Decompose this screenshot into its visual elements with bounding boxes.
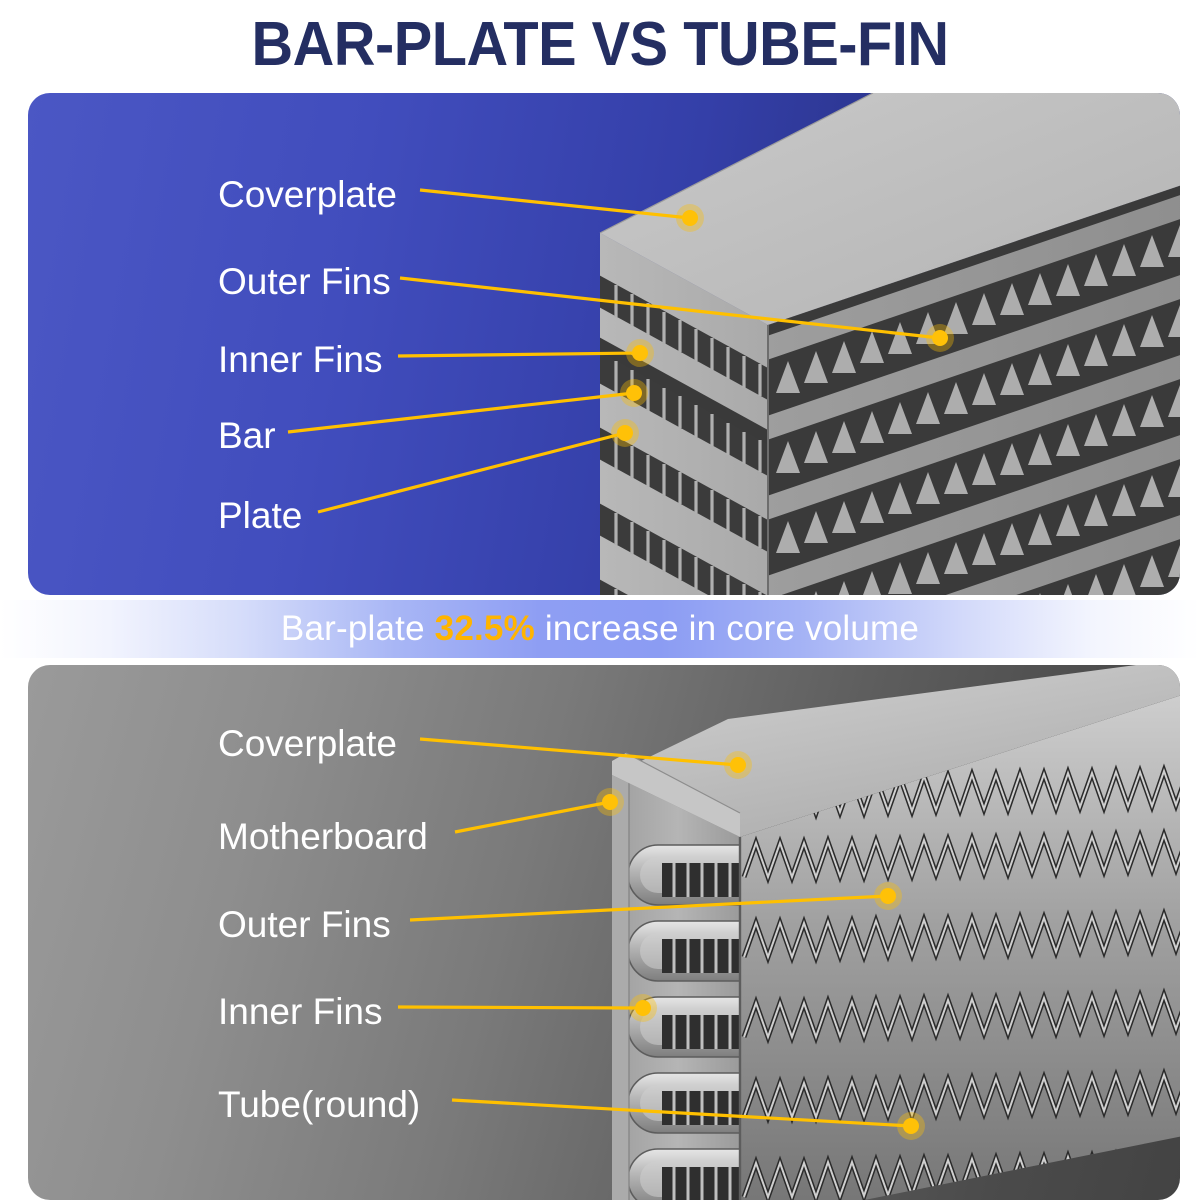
label-inner-fins-top: Inner Fins (218, 339, 383, 380)
coverplate-top (612, 665, 1180, 861)
coverplate-slab (599, 93, 1180, 351)
banner-percent: 32.5% (434, 609, 535, 648)
tube-fin-core-illustration (612, 665, 1180, 1200)
right-face-stack (768, 183, 1180, 595)
label-outer-fins-top: Outer Fins (218, 261, 391, 302)
left-face-tubes (612, 775, 740, 1200)
label-tube-round: Tube(round) (218, 1084, 421, 1125)
label-motherboard: Motherboard (218, 816, 428, 857)
label-plate: Plate (218, 495, 303, 536)
right-face-wavy-fins (740, 693, 1180, 1200)
comparison-banner: Bar-plate 32.5% increase in core volume (0, 600, 1200, 658)
panel-bar-plate (28, 93, 1180, 595)
label-outer-fins-bottom: Outer Fins (218, 904, 391, 945)
label-coverplate-bottom: Coverplate (218, 723, 397, 764)
left-face-stack (600, 233, 768, 595)
banner-suffix: increase in core volume (534, 609, 920, 648)
page-title: BAR-PLATE VS TUBE-FIN (251, 10, 949, 79)
label-bar: Bar (218, 415, 276, 456)
panel-tube-fin (28, 665, 1180, 1200)
label-coverplate-top: Coverplate (218, 174, 397, 215)
banner-text: Bar-plate 32.5% increase in core volume (281, 609, 919, 649)
banner-prefix: Bar-plate (280, 609, 435, 648)
bar-plate-core-illustration (599, 93, 1180, 595)
label-inner-fins-bottom: Inner Fins (218, 991, 383, 1032)
